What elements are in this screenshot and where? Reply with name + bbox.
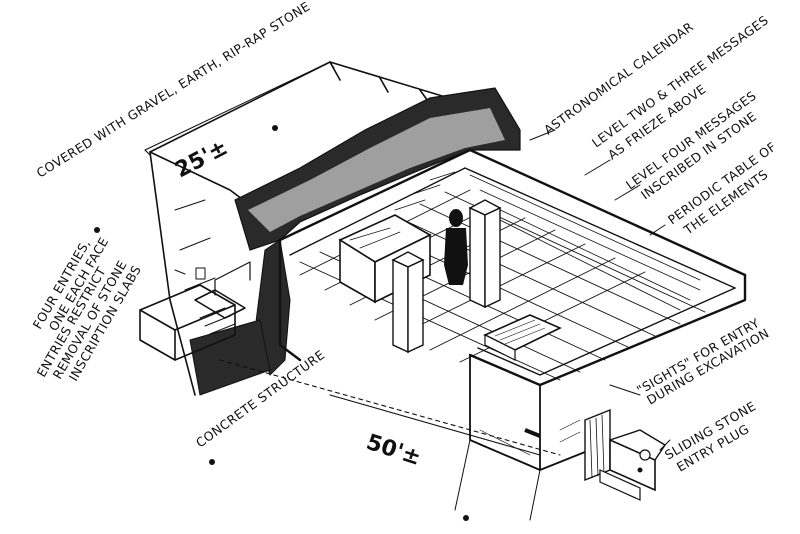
tall-pillar-front xyxy=(391,251,425,354)
inscription-slab xyxy=(483,314,562,361)
tall-pillar-right xyxy=(468,199,502,309)
front-corner-block xyxy=(454,354,591,521)
sliding-stone-plug xyxy=(584,408,666,501)
concrete-band-mark xyxy=(524,428,541,438)
label-sights-a: "SIGHTS" FOR ENTRY xyxy=(634,315,762,398)
wall-inscriptions xyxy=(394,171,701,311)
leader-lines xyxy=(529,129,671,451)
label-dim-length: 50'± xyxy=(363,430,424,471)
human-figure xyxy=(444,209,468,285)
label-sights-b: DURING EXCAVATION xyxy=(644,325,772,407)
left-entry xyxy=(139,261,251,361)
dimension-lines xyxy=(144,61,561,456)
sight-markers xyxy=(94,125,643,521)
rubble-band xyxy=(189,87,521,396)
